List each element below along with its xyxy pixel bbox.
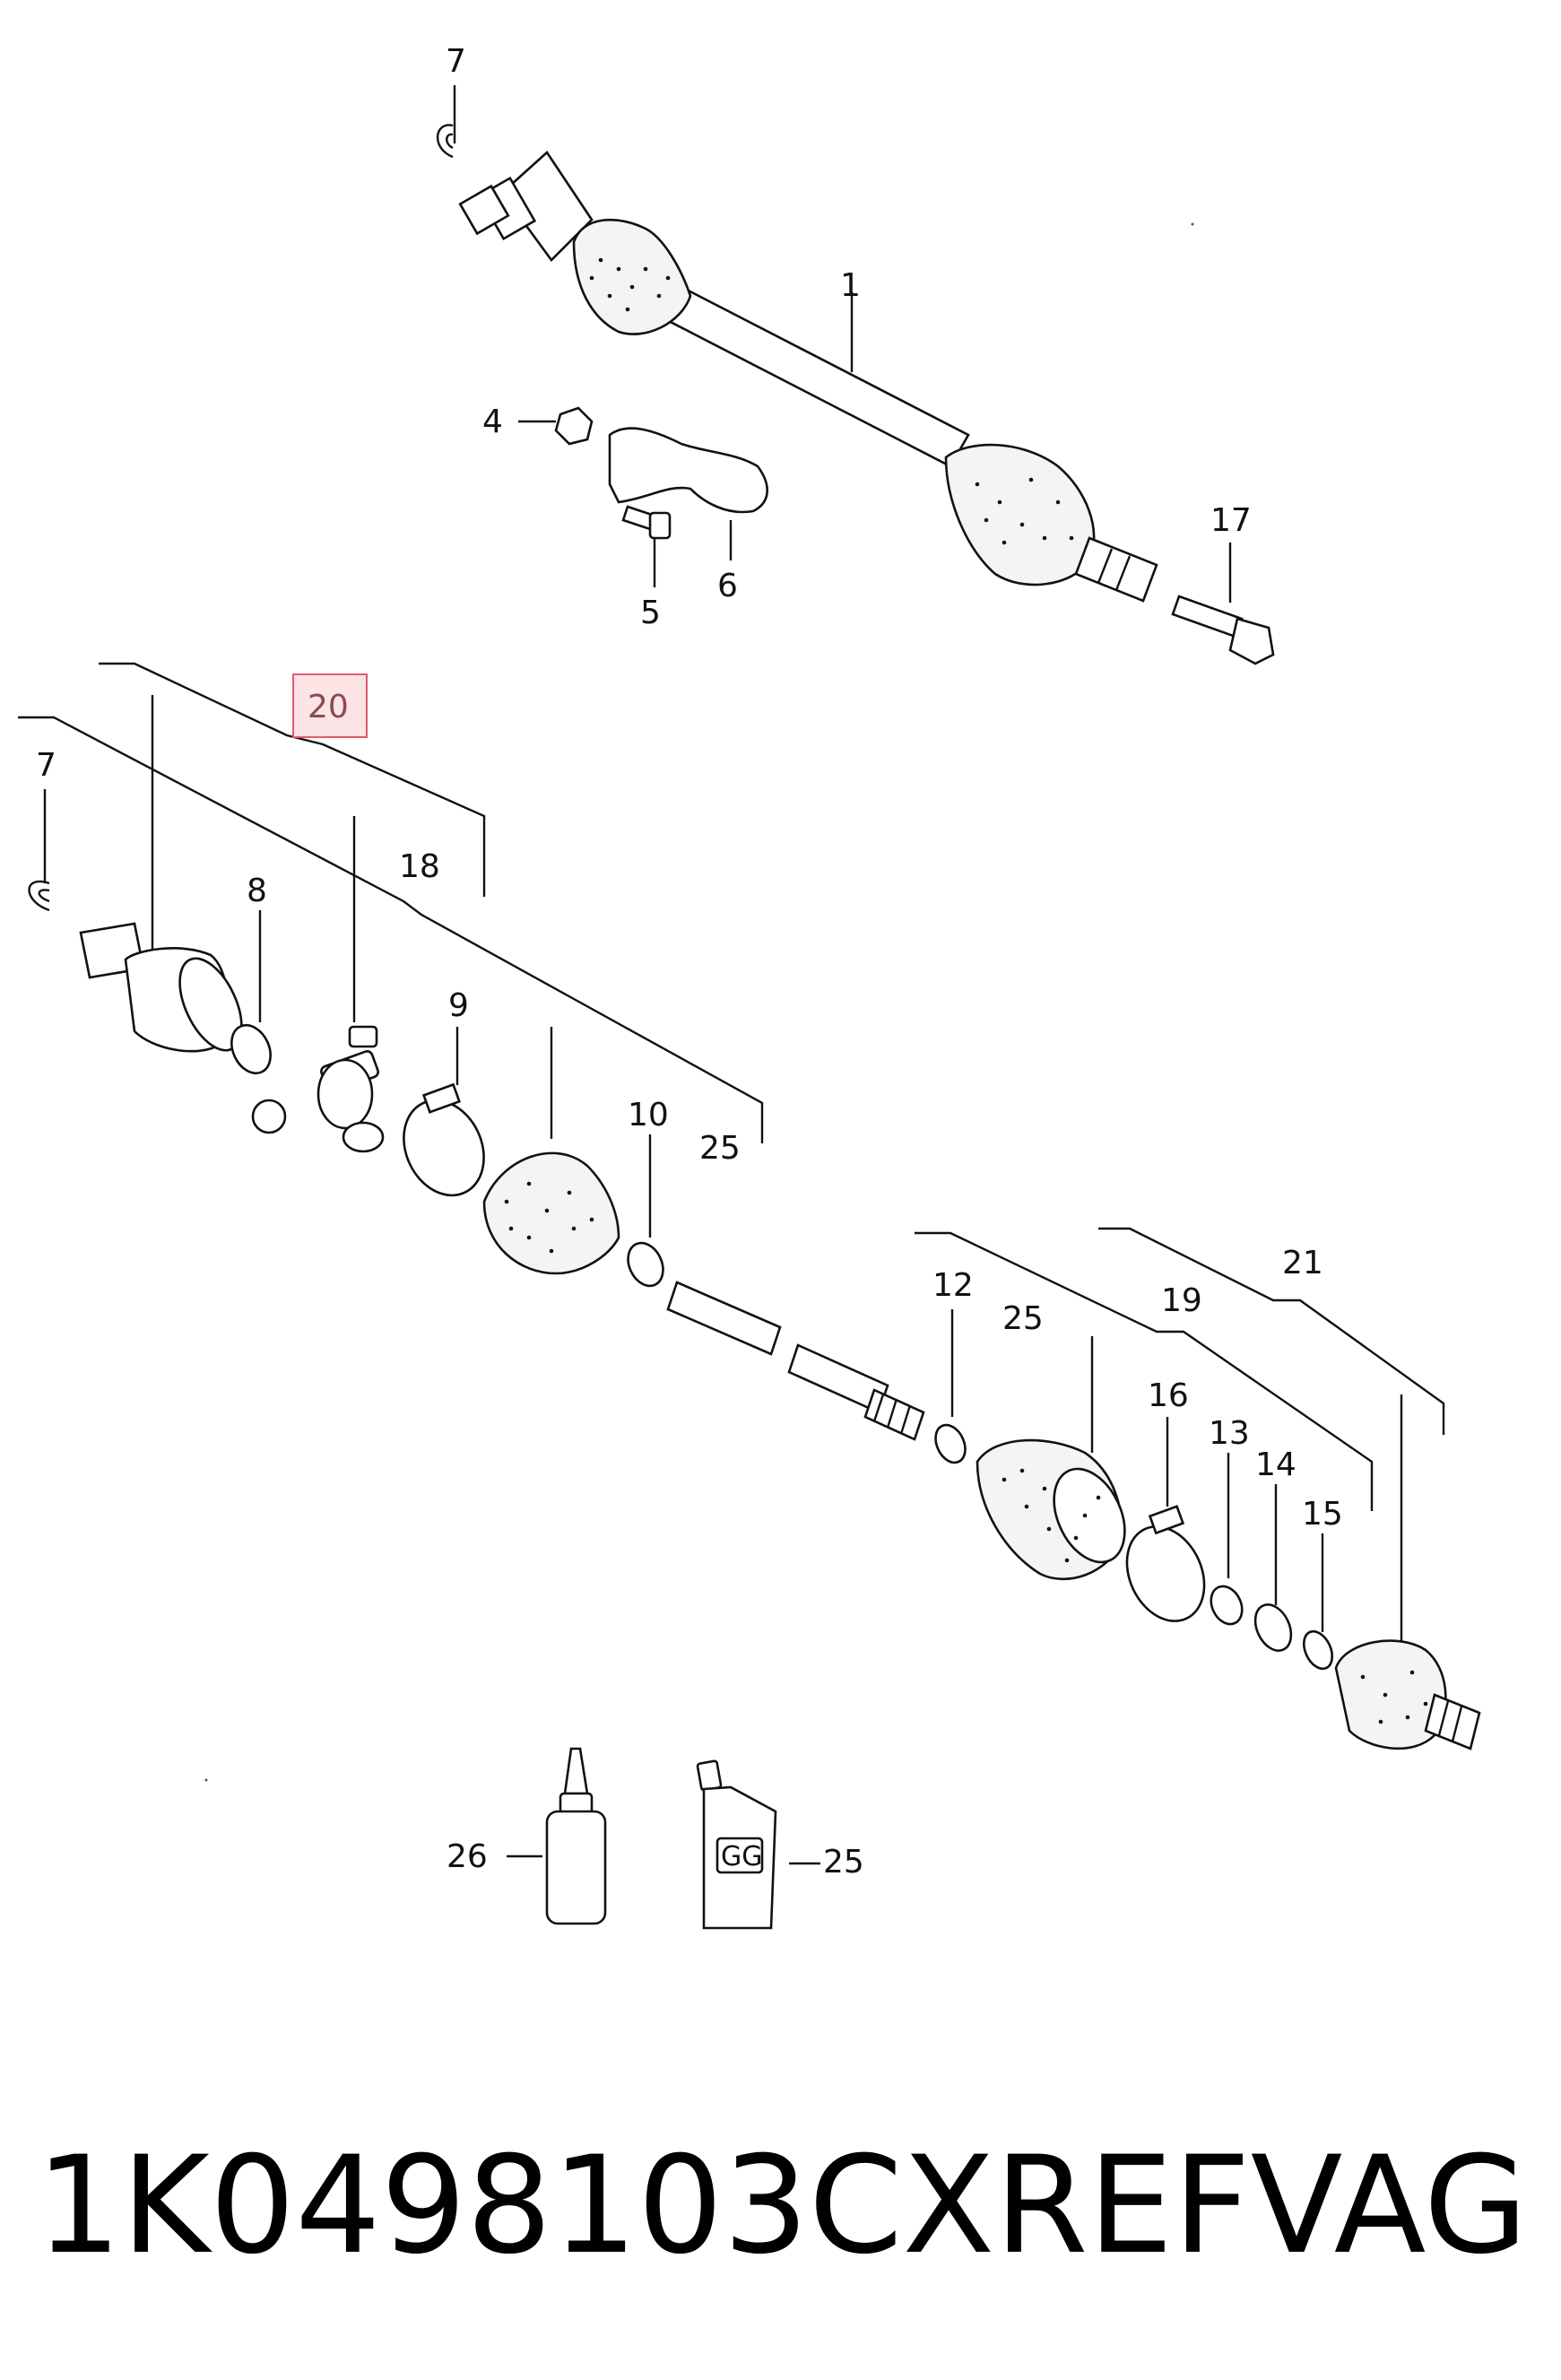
callout-7-top: 7 [446,43,466,80]
clamp-icon [403,1099,485,1197]
callout-1: 1 [840,267,861,304]
dished-washer-icon [1253,1603,1293,1652]
callout-26: 26 [447,1838,488,1875]
callout-16: 16 [1148,1377,1189,1414]
circlip-icon [1302,1629,1334,1671]
callout-9: 9 [448,987,469,1024]
callout-14: 14 [1255,1446,1296,1483]
intermediate-shaft-icon [666,1281,925,1441]
part-number-footer: 1K0498103CXREF VAG [36,2125,1542,2287]
bolt-icon [621,505,672,540]
small-clamp-icon [627,1241,664,1288]
ring-icon [1210,1585,1244,1626]
callout-25-b: 25 [1002,1300,1044,1337]
callout-19: 19 [1161,1282,1202,1319]
circlip-icon [436,124,454,159]
tripod-icon [251,1025,385,1153]
callout-21: 21 [1282,1245,1323,1281]
tube-lettering: GG [721,1841,763,1872]
inner-boot-icon [482,1151,620,1275]
callout-20: 20 [308,689,349,725]
callout-15: 15 [1302,1496,1343,1533]
outer-joint-icon [1334,1639,1481,1750]
small-clamp-icon [934,1423,967,1464]
callout-5: 5 [640,595,661,631]
circlip-icon [28,880,50,912]
heat-shield-icon [608,427,768,514]
callout-25-a: 25 [699,1130,741,1167]
grease-tube-icon: GG [696,1759,777,1930]
callout-6: 6 [717,568,738,604]
nut-icon [554,406,594,446]
grease-bottle-icon [545,1747,607,1925]
callout-13: 13 [1209,1415,1250,1452]
highlight-box [292,673,368,738]
brand-name: VAG [1250,2128,1528,2284]
clamp-icon [1125,1525,1206,1622]
callout-8: 8 [247,873,267,909]
callout-12: 12 [932,1267,974,1304]
callout-4: 4 [482,404,503,440]
callout-7-mid: 7 [36,747,56,784]
callout-10: 10 [628,1097,669,1134]
callout-25-c: 25 [823,1844,864,1881]
part-number: 1K0498103CXREF [36,2128,1251,2284]
ring-icon [230,1023,272,1075]
flange-bolt-icon [1171,595,1275,665]
drive-shaft-complete [458,151,1158,603]
callout-17: 17 [1210,502,1252,539]
inner-joint-housing-icon [79,922,243,1053]
callout-18: 18 [399,848,440,885]
